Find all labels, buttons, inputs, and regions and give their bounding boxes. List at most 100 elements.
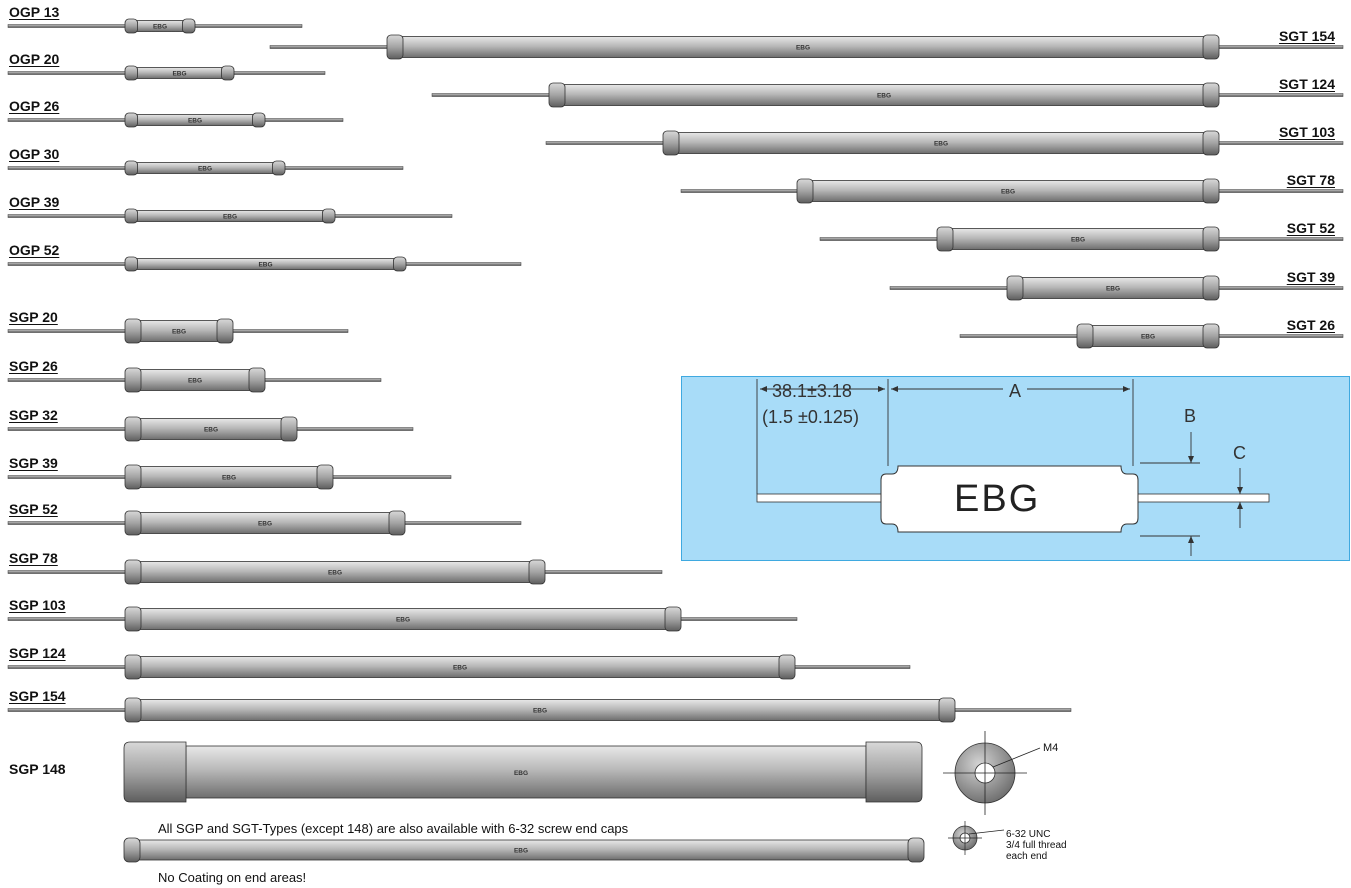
lead-length-inch: (1.5 ±0.125) [762,407,859,427]
sgp148-body [185,745,867,799]
left-8-resistor: EBG [7,416,414,442]
left-type-label: OGP 20 [9,51,60,67]
thread-line-3: each end [1006,851,1048,862]
left-10-left-cap [124,510,142,536]
dimension-c-label: C [1233,443,1246,463]
dimension-box [681,376,1350,561]
left-type-label: SGP 52 [9,501,58,517]
left-2-right-cap [251,112,266,128]
no-coating-note: No Coating on end areas! [158,870,307,885]
left-11-resistor: EBG [7,559,663,585]
arrow-a-left [891,386,898,392]
right-type-label: SGT 124 [1278,76,1335,92]
left-5-left-cap [124,256,139,272]
left-10-right-cap [388,510,406,536]
right-5-right-cap [1202,275,1220,301]
right-type-label: SGT 26 [1286,317,1335,333]
left-7-left-cap [124,367,142,393]
left-type-label: SGP 154 [9,688,66,704]
left-4-ebg-label: EBG [223,214,237,221]
left-14-left-cap [124,697,142,723]
left-11-left-cap [124,559,142,585]
resistor-group: EBG EBG EBG EBG EBG EBG EBG EBG EBG EBG EBG EBG EBG E… [7,18,1344,863]
left-5-right-cap [392,256,407,272]
left-5-resistor: EBG [7,256,522,272]
left-1-right-cap [220,65,235,81]
left-14-right-cap [938,697,956,723]
left-12-ebg-label: EBG [396,617,410,624]
dimension-a-label: A [1003,381,1028,401]
sgp148-right-cap [865,741,923,803]
right-6-ebg-label: EBG [1141,334,1155,341]
arrow-c-bottom [1237,502,1243,509]
left-7-ebg-label: EBG [188,378,202,385]
left-1-resistor: EBG [7,65,326,81]
screw-caps-note: All SGP and SGT-Types (except 148) are a… [158,821,629,836]
right-0-ebg-label: EBG [796,45,810,52]
left-8-ebg-label: EBG [204,427,218,434]
left-2-left-cap [124,112,139,128]
right-type-label: SGT 52 [1286,220,1335,236]
left-14-resistor: EBG [7,697,1072,723]
ebg-big-text: EBG [954,478,1041,520]
left-13-left-cap [124,654,142,680]
left-0-right-cap [181,18,196,34]
arrow-c-top [1237,487,1243,494]
left-6-resistor: EBG [7,318,349,344]
right-2-ebg-label: EBG [934,141,948,148]
right-1-resistor: EBG [431,82,1344,108]
left-0-resistor: EBG [7,18,303,34]
left-13-right-cap [778,654,796,680]
left-3-ebg-label: EBG [198,166,212,173]
left-type-label: OGP 13 [9,4,60,20]
right-0-resistor: EBG [269,34,1344,60]
left-7-resistor: EBG [7,367,382,393]
left-6-ebg-label: EBG [172,329,186,336]
right-4-left-cap [936,226,954,252]
screwcap-left-cap [123,837,141,863]
left-2-resistor: EBG [7,112,344,128]
left-8-left-cap [124,416,142,442]
right-3-ebg-label: EBG [1001,189,1015,196]
right-0-left-cap [386,34,404,60]
left-type-label: SGP 124 [9,645,66,661]
right-2-resistor: EBG [545,130,1344,156]
right-4-ebg-label: EBG [1071,237,1085,244]
right-type-label: SGT 39 [1286,269,1335,285]
left-4-left-cap [124,208,139,224]
thread-line-1: 6-32 UNC [1006,829,1051,840]
left-0-ebg-label: EBG [153,24,167,31]
right-6-right-cap [1202,323,1220,349]
right-6-resistor: EBG [959,323,1344,349]
m4-leader [992,747,1041,768]
sgp148-ebg-label: EBG [514,770,528,777]
sgp148-label: SGP 148 [9,761,66,777]
left-9-left-cap [124,464,142,490]
screwcap-right-cap [907,837,925,863]
left-13-resistor: EBG [7,654,911,680]
arrow-b-bottom [1188,536,1194,543]
left-4-resistor: EBG [7,208,453,224]
right-4-resistor: EBG [819,226,1344,252]
screwcap-leader [968,829,1005,835]
left-type-label: OGP 26 [9,98,60,114]
arrow-a-right [1123,386,1130,392]
left-12-right-cap [664,606,682,632]
left-7-right-cap [248,367,266,393]
left-4-right-cap [321,208,336,224]
right-1-ebg-label: EBG [877,93,891,100]
sgp148-left-cap [123,741,187,803]
right-2-right-cap [1202,130,1220,156]
left-12-resistor: EBG [7,606,798,632]
overlay-group [681,376,1350,561]
right-type-label: SGT 103 [1278,124,1335,140]
left-3-resistor: EBG [7,160,404,176]
left-type-label: SGP 32 [9,407,58,423]
left-9-ebg-label: EBG [222,475,236,482]
left-type-label: SGP 20 [9,309,58,325]
left-type-label: SGP 78 [9,550,58,566]
left-11-right-cap [528,559,546,585]
right-type-label: SGT 154 [1278,28,1335,44]
left-6-left-cap [124,318,142,344]
